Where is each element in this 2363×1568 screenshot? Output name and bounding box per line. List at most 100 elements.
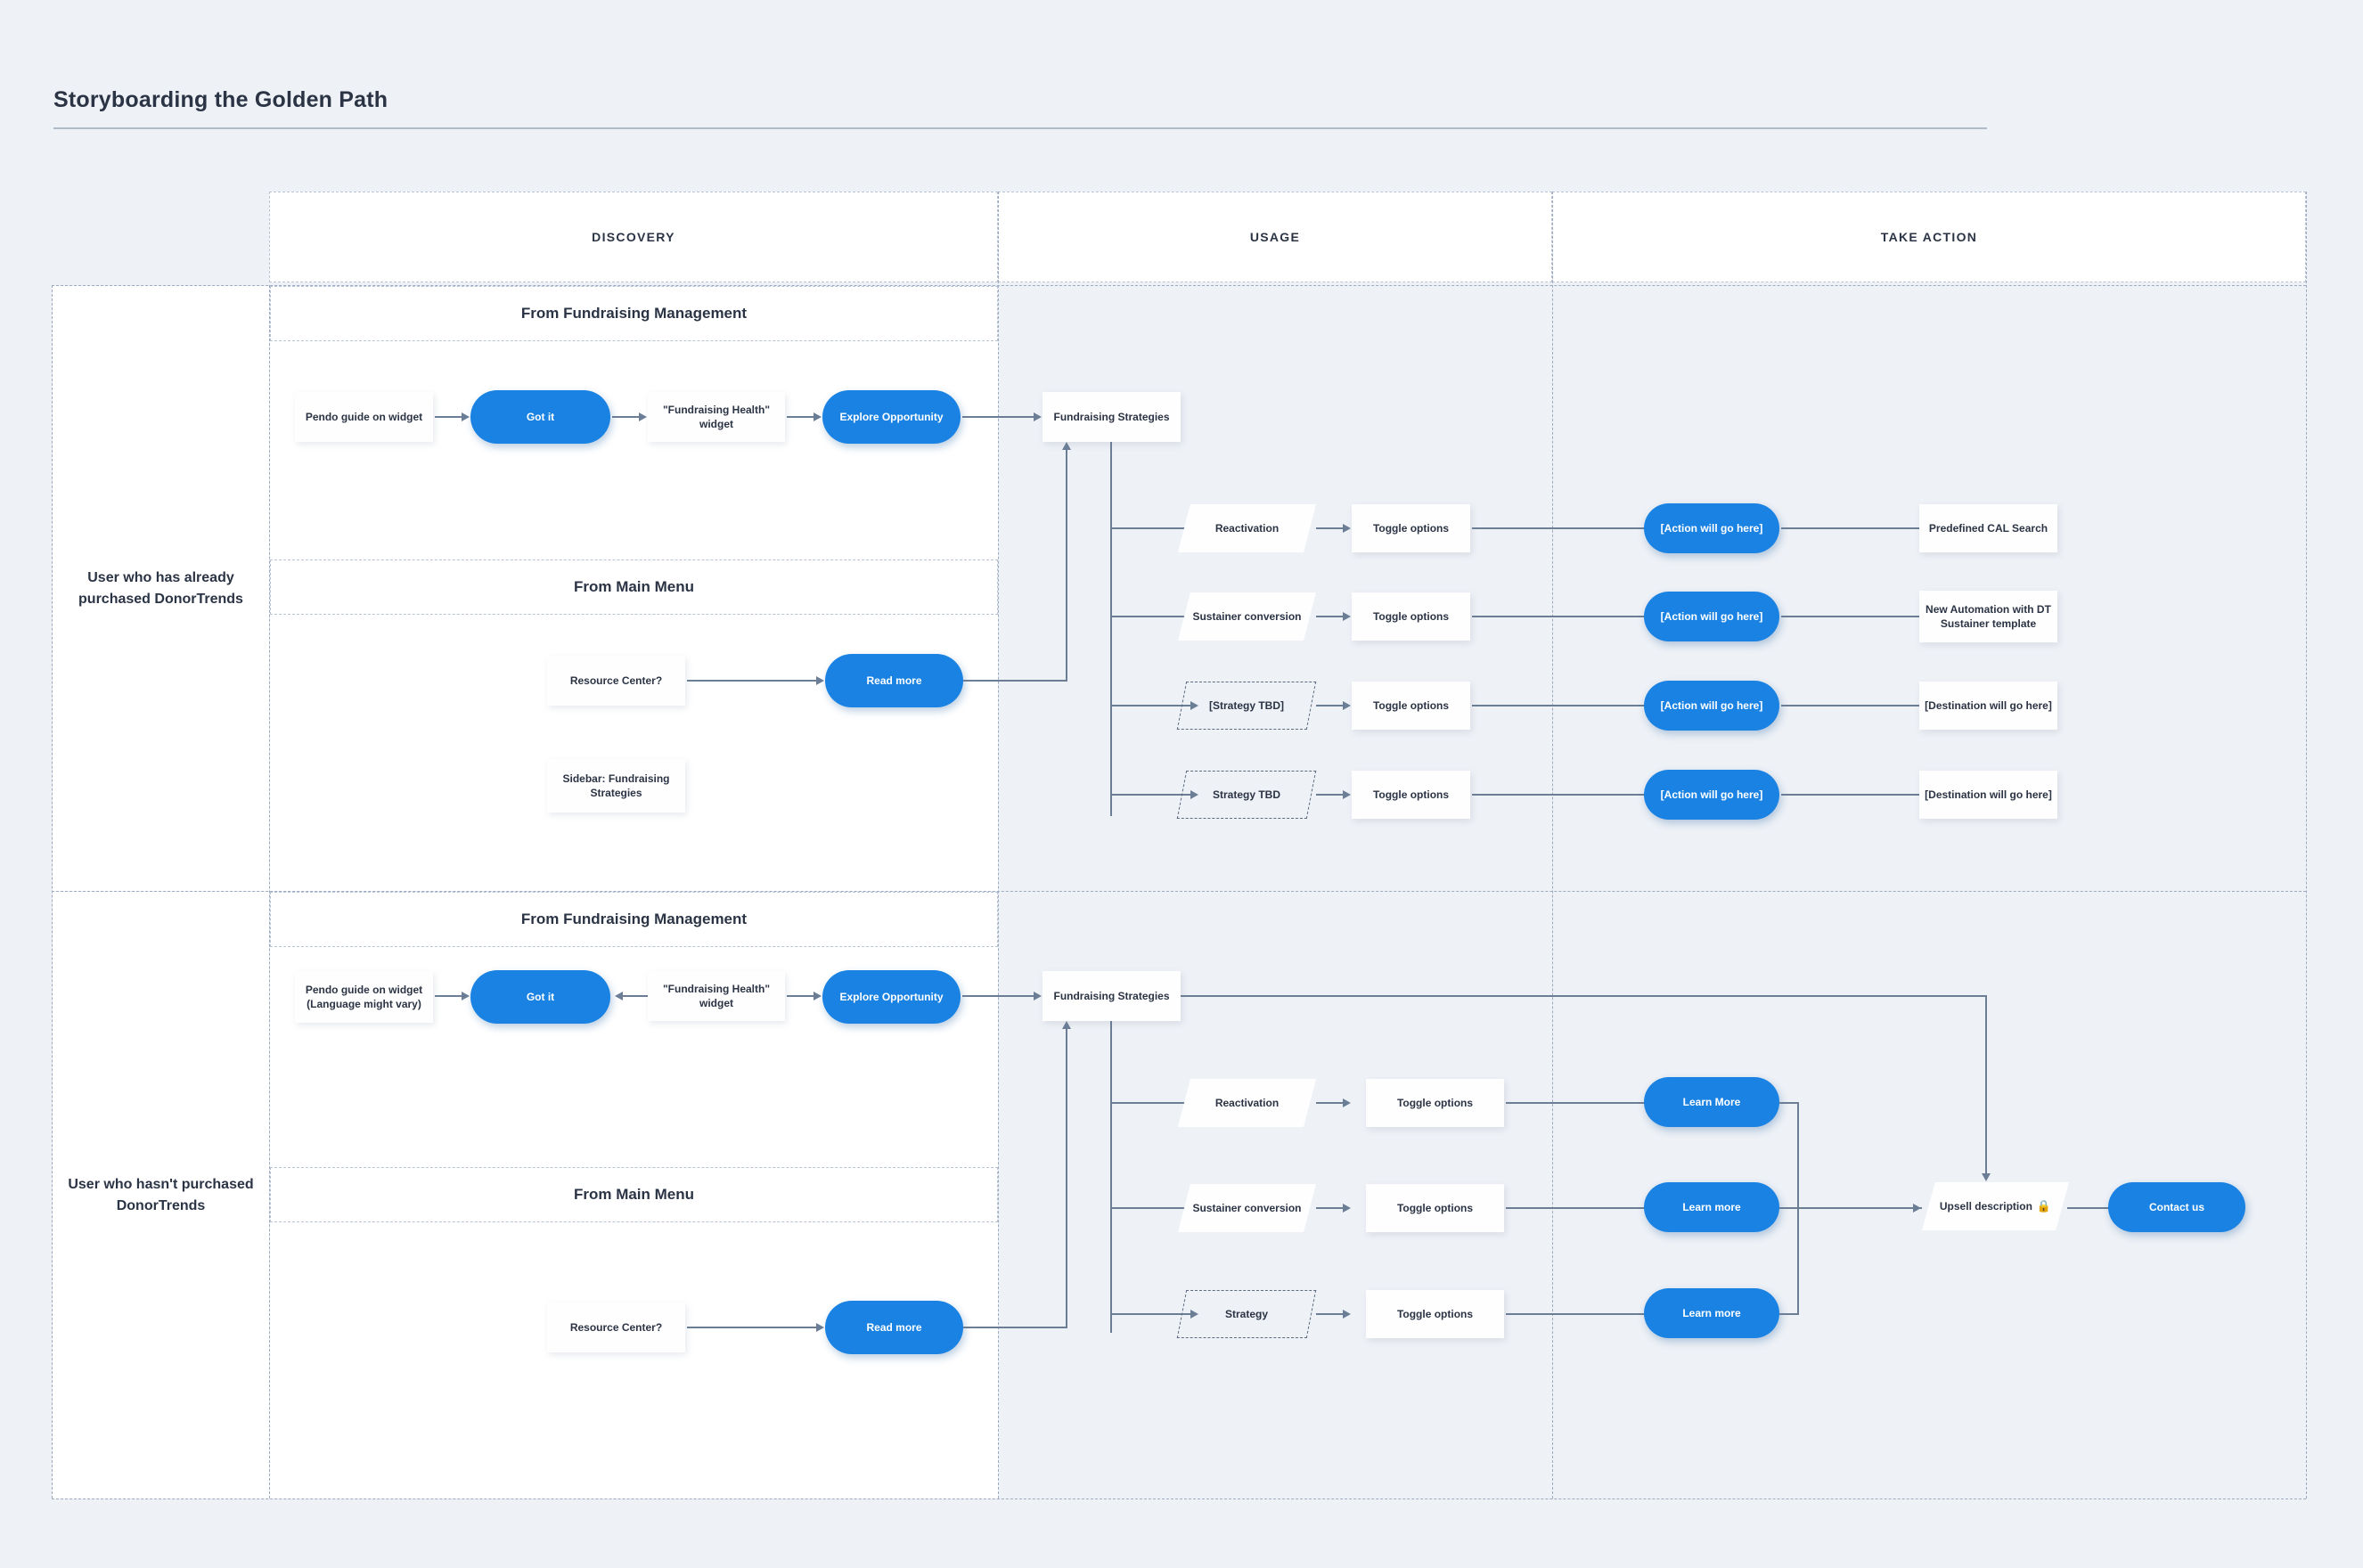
row-label-purchased: User who has already purchased DonorTren… bbox=[53, 286, 269, 891]
node-learn-more-r2-1[interactable]: Learn More bbox=[1644, 1077, 1779, 1127]
node-destination-r1-3[interactable]: [Destination will go here] bbox=[1919, 682, 2057, 730]
row1-label-line2: purchased DonorTrends bbox=[78, 591, 243, 607]
arrow-line bbox=[1316, 794, 1343, 796]
node-read-more-row1[interactable]: Read more bbox=[825, 654, 963, 707]
connector-readmore-right-row1 bbox=[963, 680, 1066, 682]
node-strategy-reactivation-row1[interactable]: Reactivation bbox=[1178, 504, 1316, 552]
strategy-label: Strategy TBD bbox=[1212, 788, 1280, 801]
node-explore-opportunity-row2[interactable]: Explore Opportunity bbox=[822, 970, 961, 1024]
node-learn-more-r2-3[interactable]: Learn more bbox=[1644, 1288, 1779, 1338]
arrow-head bbox=[1190, 790, 1198, 799]
row2-band2-label: From Main Menu bbox=[573, 1186, 695, 1203]
arrow-head bbox=[1062, 1021, 1071, 1029]
strategy-label: [Strategy TBD] bbox=[1208, 698, 1284, 712]
node-action-r1-4[interactable]: [Action will go here] bbox=[1644, 770, 1779, 820]
node-strategy-sustainer-conversion-row2[interactable]: Sustainer conversion bbox=[1178, 1184, 1316, 1232]
node-toggle-options-r1-1[interactable]: Toggle options bbox=[1352, 504, 1470, 552]
node-fundraising-strategies-row2[interactable]: Fundraising Strategies bbox=[1042, 971, 1181, 1021]
board-right-border bbox=[2306, 192, 2307, 1499]
connector-strategies-to-upsell-v bbox=[1985, 995, 1987, 1173]
connector-readmore-up-row1 bbox=[1066, 449, 1067, 682]
node-destination-r1-1[interactable]: Predefined CAL Search bbox=[1919, 504, 2057, 552]
node-toggle-options-r1-4[interactable]: Toggle options bbox=[1352, 771, 1470, 819]
arrow-line bbox=[787, 995, 814, 997]
node-resource-center-row1[interactable]: Resource Center? bbox=[547, 656, 685, 706]
arrow-line bbox=[1781, 616, 1919, 617]
connector-lm3-out bbox=[1779, 1313, 1799, 1315]
arrow-line bbox=[1781, 794, 1919, 796]
arrow-head bbox=[1343, 524, 1351, 533]
node-action-r1-2[interactable]: [Action will go here] bbox=[1644, 592, 1779, 641]
node-strategy-reactivation-row2[interactable]: Reactivation bbox=[1178, 1079, 1316, 1127]
connector-lm2-to-upsell bbox=[1779, 1207, 1922, 1209]
node-toggle-options-r2-3[interactable]: Toggle options bbox=[1366, 1290, 1504, 1338]
node-action-r1-1[interactable]: [Action will go here] bbox=[1644, 503, 1779, 553]
arrow-head bbox=[462, 412, 470, 421]
arrow-head bbox=[1913, 1204, 1921, 1213]
arrow-line bbox=[2067, 1207, 2112, 1209]
arrow-head bbox=[1343, 1310, 1351, 1319]
node-toggle-options-r1-2[interactable]: Toggle options bbox=[1352, 592, 1470, 641]
node-fundraising-strategies-row1[interactable]: Fundraising Strategies bbox=[1042, 392, 1181, 442]
column-label-take-action: TAKE ACTION bbox=[1880, 230, 1978, 244]
arrow-line bbox=[1472, 794, 1650, 796]
strategy-label: Strategy bbox=[1224, 1307, 1269, 1320]
node-strategy-row2[interactable]: Strategy bbox=[1176, 1290, 1317, 1338]
arrow-line bbox=[435, 416, 462, 418]
arrow-head bbox=[1034, 412, 1042, 421]
sidebar-label-line1: Sidebar: Fundraising bbox=[562, 772, 670, 785]
arrow-head bbox=[1190, 701, 1198, 710]
arrow-line bbox=[1316, 705, 1343, 706]
node-strategy-tbd-row1[interactable]: Strategy TBD bbox=[1176, 771, 1317, 819]
node-learn-more-r2-2[interactable]: Learn more bbox=[1644, 1182, 1779, 1232]
arrow-head-left bbox=[615, 992, 623, 1000]
arrow-line bbox=[435, 995, 462, 997]
node-action-r1-3[interactable]: [Action will go here] bbox=[1644, 681, 1779, 731]
node-pendo-guide-row2[interactable]: Pendo guide on widget (Language might va… bbox=[295, 971, 433, 1023]
row-label-not-purchased: User who hasn't purchased DonorTrends bbox=[53, 892, 269, 1499]
column-header-discovery bbox=[269, 192, 998, 282]
column-label-usage: USAGE bbox=[1249, 230, 1301, 244]
node-read-more-row2[interactable]: Read more bbox=[825, 1301, 963, 1354]
destination-line1: New Automation with DT bbox=[1926, 602, 2051, 616]
node-strategy-tbd-bracket-row1[interactable]: [Strategy TBD] bbox=[1176, 682, 1317, 730]
node-strategy-sustainer-conversion-row1[interactable]: Sustainer conversion bbox=[1178, 592, 1316, 641]
node-sidebar-fundraising-strategies-row1[interactable]: Sidebar: Fundraising Strategies bbox=[547, 759, 685, 813]
row-label-divider bbox=[269, 285, 270, 1499]
arrow-line bbox=[1316, 616, 1343, 617]
row2-label-panel bbox=[53, 892, 269, 1499]
node-contact-us[interactable]: Contact us bbox=[2108, 1182, 2245, 1232]
node-explore-opportunity-row1[interactable]: Explore Opportunity bbox=[822, 390, 961, 444]
arrow-head bbox=[816, 676, 824, 685]
connector-readmore-up-row2 bbox=[1066, 1028, 1067, 1328]
arrow-head bbox=[1982, 1173, 1991, 1181]
node-fundraising-health-widget-row1[interactable]: "Fundraising Health" widget bbox=[648, 392, 785, 442]
node-toggle-options-r2-1[interactable]: Toggle options bbox=[1366, 1079, 1504, 1127]
node-destination-r1-4[interactable]: [Destination will go here] bbox=[1919, 771, 2057, 819]
connector-strategies-to-upsell-h bbox=[1181, 995, 1987, 997]
arrow-line bbox=[1506, 1313, 1650, 1315]
arrow-line bbox=[1506, 1207, 1650, 1209]
node-fundraising-health-widget-row2[interactable]: "Fundraising Health" widget bbox=[648, 971, 785, 1021]
node-resource-center-row2[interactable]: Resource Center? bbox=[547, 1303, 685, 1352]
pendo-line1: Pendo guide on widget bbox=[305, 983, 423, 996]
arrow-line bbox=[787, 416, 814, 418]
node-destination-r1-2[interactable]: New Automation with DT Sustainer templat… bbox=[1919, 591, 2057, 642]
arrow-head bbox=[814, 412, 822, 421]
arrow-line bbox=[687, 680, 816, 682]
page-title: Storyboarding the Golden Path bbox=[53, 87, 388, 112]
upsell-label: Upsell description bbox=[1939, 1199, 2032, 1213]
arrow-head bbox=[1343, 701, 1351, 710]
arrow-head bbox=[1343, 612, 1351, 621]
row2-label-line2: DonorTrends bbox=[116, 1197, 206, 1213]
node-toggle-options-r2-2[interactable]: Toggle options bbox=[1366, 1184, 1504, 1232]
node-got-it-row1[interactable]: Got it bbox=[470, 390, 610, 444]
node-got-it-row2[interactable]: Got it bbox=[470, 970, 610, 1024]
node-toggle-options-r1-3[interactable]: Toggle options bbox=[1352, 682, 1470, 730]
arrow-line bbox=[1781, 527, 1919, 529]
node-pendo-guide-row1[interactable]: Pendo guide on widget bbox=[295, 392, 433, 442]
arrow-line bbox=[1316, 1313, 1343, 1315]
connector-branch3-row1 bbox=[1110, 705, 1190, 706]
node-upsell-description[interactable]: Upsell description 🔒 bbox=[1922, 1182, 2069, 1230]
arrow-line bbox=[612, 416, 639, 418]
